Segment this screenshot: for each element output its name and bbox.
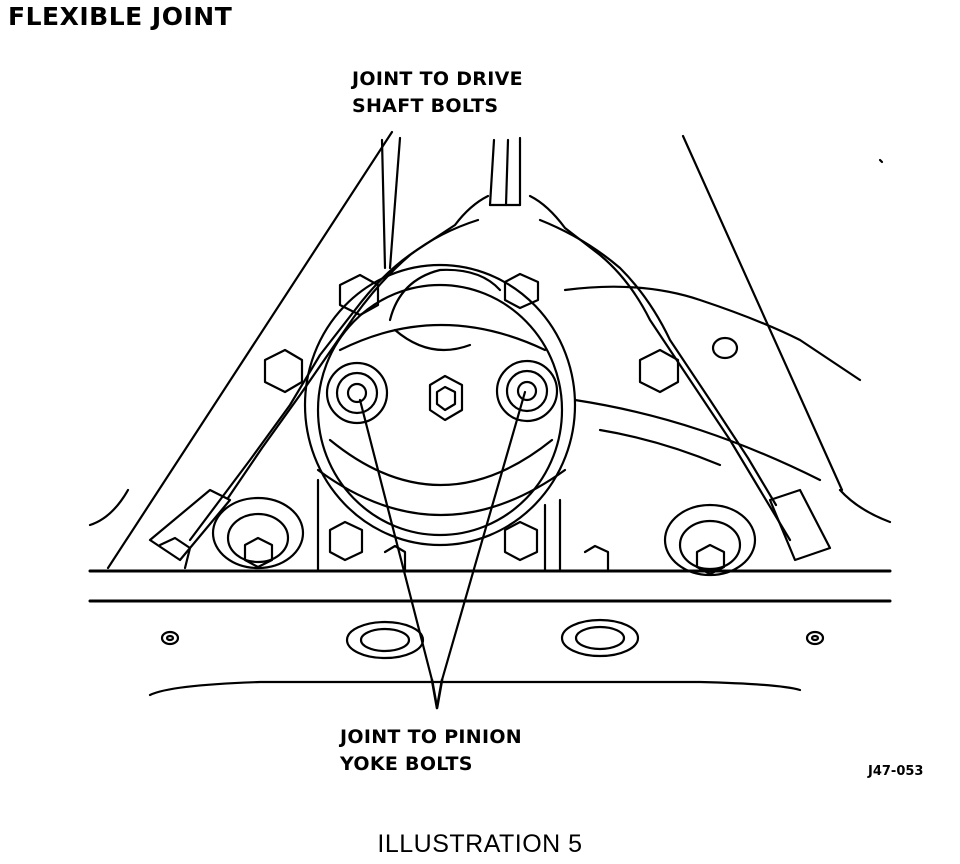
- pinion-yoke-label-line1: JOINT TO PINION: [340, 726, 523, 748]
- figure-id: J47-053: [868, 764, 924, 779]
- drive-shaft-label-line2: SHAFT BOLTS: [352, 95, 499, 117]
- illustration-caption: ILLUSTRATION 5: [377, 830, 583, 858]
- flange-bolt-holes: [160, 498, 755, 575]
- joint-bolts: [265, 274, 678, 423]
- leader-lines: [360, 392, 525, 708]
- page-title: FLEXIBLE JOINT: [8, 2, 233, 31]
- drive-shaft-bolts-label: JOINT TO DRIVE SHAFT BOLTS: [352, 66, 523, 120]
- pinion-yoke-bolts-label: JOINT TO PINION YOKE BOLTS: [340, 724, 522, 778]
- drive-shaft-rods: [382, 138, 520, 268]
- cross-member: [150, 196, 830, 560]
- drive-shaft-label-line1: JOINT TO DRIVE: [352, 68, 523, 90]
- pinion-yoke-label-line2: YOKE BOLTS: [340, 753, 473, 775]
- frame-outline: [90, 132, 890, 568]
- housing-details: [318, 287, 860, 570]
- cover-plate: [90, 571, 890, 695]
- joint-disc: [305, 265, 575, 545]
